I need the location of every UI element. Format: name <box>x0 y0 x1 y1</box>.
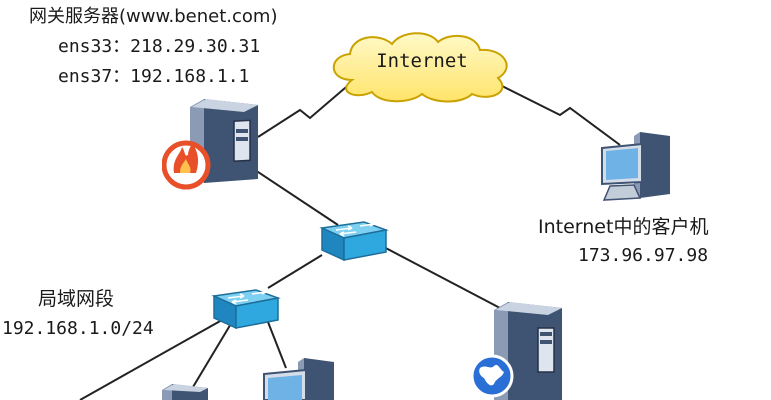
desktop-computer-icon <box>601 132 670 201</box>
link-gateway-switch <box>251 167 339 226</box>
client-title: Internet中的客户机 <box>538 216 709 238</box>
network-switch-icon-upper <box>319 221 389 262</box>
lan-title: 局域网段 <box>38 288 115 310</box>
server-icon <box>162 384 208 400</box>
link-switch-webserver <box>379 244 501 309</box>
link-switch-switch <box>267 254 323 289</box>
gateway-ens37: ens37：192.168.1.1 <box>58 66 250 87</box>
gateway-ens33: ens33：218.29.30.31 <box>58 36 261 57</box>
network-switch-icon-lower <box>211 289 281 330</box>
client-ip: 173.96.97.98 <box>578 245 709 266</box>
link-switch-hosta <box>189 321 233 393</box>
link-switch-hostb <box>267 321 287 369</box>
cloud-label: Internet <box>376 50 468 72</box>
link-gateway-internet <box>257 81 353 138</box>
server-firewall-icon <box>162 99 258 190</box>
internet-cloud <box>332 32 508 103</box>
link-switch-left <box>79 319 223 400</box>
server-globe-icon <box>470 302 562 400</box>
desktop-computer-icon-lan <box>263 358 334 400</box>
lan-subnet: 192.168.1.0/24 <box>2 318 154 339</box>
link-internet-client <box>489 79 621 146</box>
gateway-title: 网关服务器(www.benet.com) <box>29 6 278 27</box>
